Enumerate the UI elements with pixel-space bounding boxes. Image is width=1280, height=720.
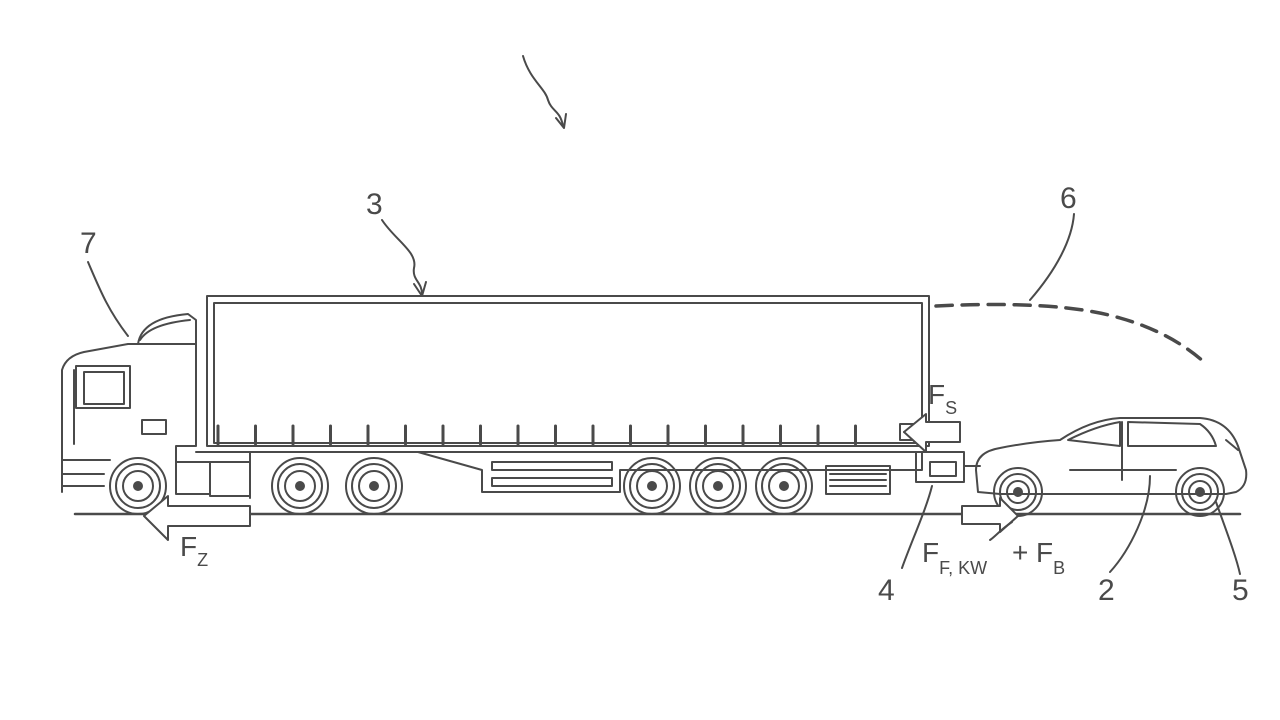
force-fb: FB (1036, 537, 1065, 578)
label-3: 3 (366, 188, 383, 221)
wheel (623, 457, 681, 515)
label-6: 6 (1060, 182, 1077, 215)
leader-line-2 (1109, 475, 1151, 573)
force-fz: FZ (180, 531, 208, 570)
force-ff-kw: FF, KW (922, 537, 987, 578)
wheels (109, 457, 1225, 517)
label-2: 2 (1098, 574, 1115, 607)
leader-line-7 (87, 261, 129, 337)
car-body (975, 417, 1248, 495)
leader-line-4 (901, 485, 933, 569)
leader-line-force (989, 521, 1013, 541)
force-fs: FS (928, 379, 957, 418)
trailer-body (206, 295, 930, 453)
car-force-arrow (961, 497, 1019, 533)
aero-wake-curve (934, 302, 1206, 364)
trailer-chassis (417, 451, 923, 495)
leader-line-3 (381, 219, 423, 295)
label-7: 7 (80, 227, 97, 260)
wheel (689, 457, 747, 515)
leader-line-5 (1215, 501, 1241, 575)
support-force-arrow (903, 413, 961, 453)
label-5: 5 (1232, 574, 1249, 607)
wheel (271, 457, 329, 515)
traction-force-arrow (143, 495, 251, 541)
label-4: 4 (878, 574, 895, 607)
figure-pointer-arrow (522, 55, 567, 129)
leader-arrow-3 (413, 281, 427, 297)
trailer-curtain-straps (216, 424, 857, 446)
truck-cab (61, 313, 251, 499)
leader-line-6 (1029, 213, 1075, 301)
wheel (109, 457, 167, 515)
wheel (345, 457, 403, 515)
wheel (1175, 467, 1225, 517)
wheel (755, 457, 813, 515)
force-plus: + (1012, 537, 1028, 568)
